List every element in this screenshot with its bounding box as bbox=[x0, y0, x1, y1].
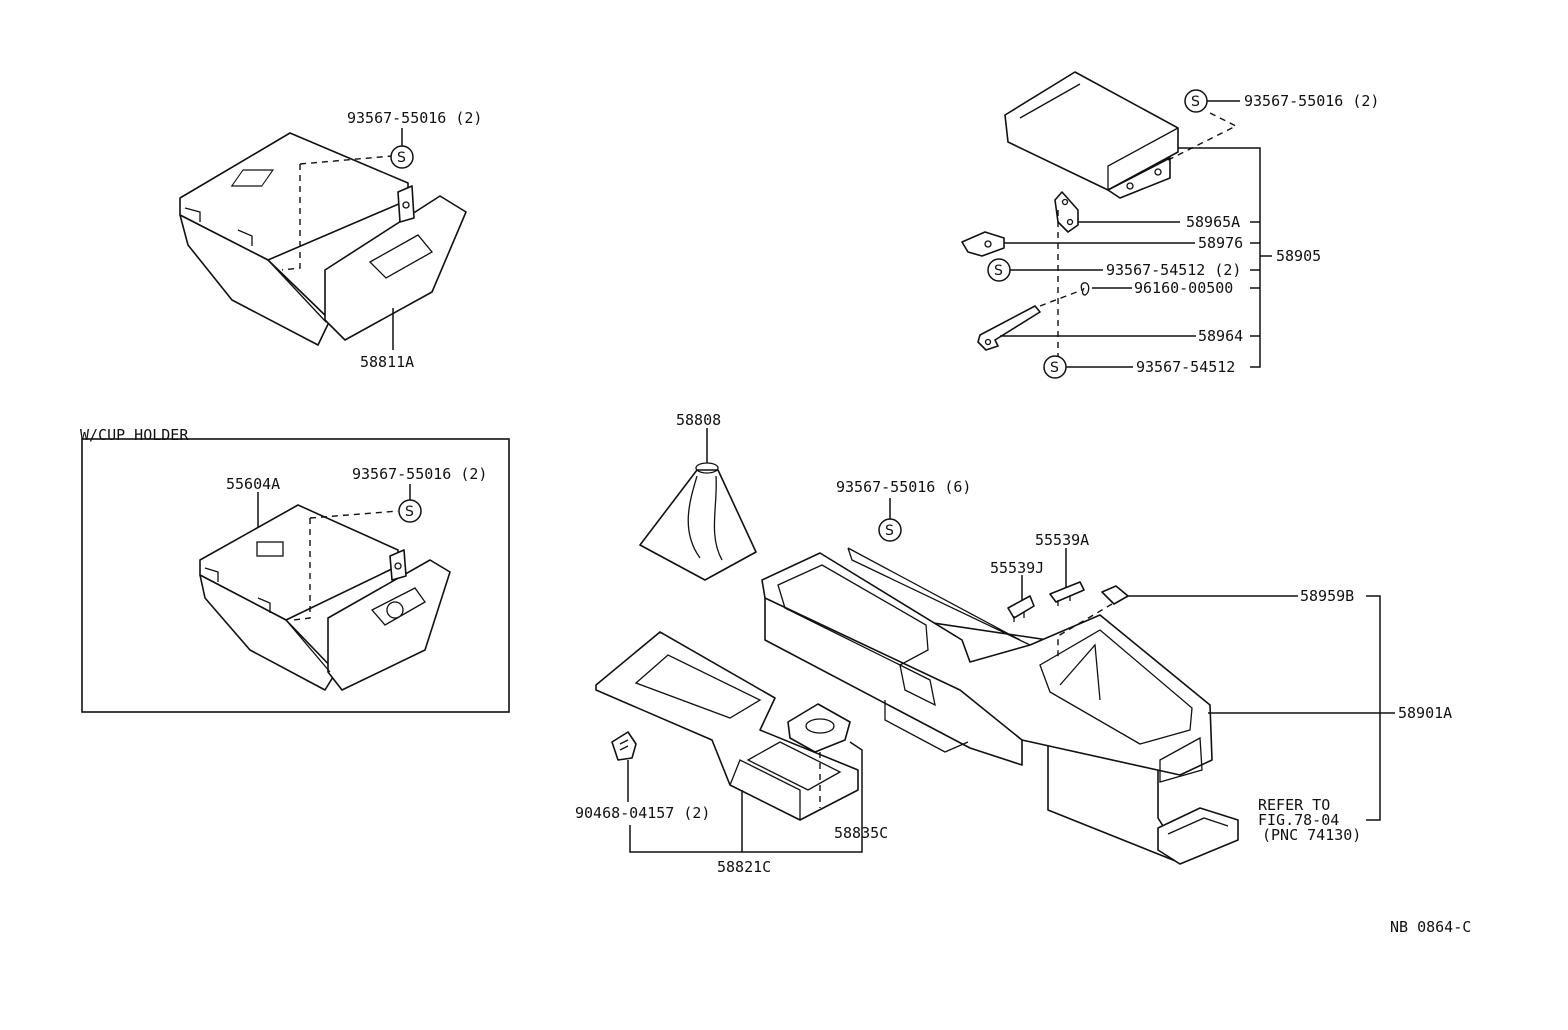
clip-90468-04157 bbox=[611, 731, 637, 761]
label-58808: 58808 bbox=[676, 411, 721, 429]
screw-symbol-b: S bbox=[398, 499, 422, 523]
clip-96160-00500 bbox=[1080, 282, 1090, 296]
screw-symbol-c: S bbox=[1184, 89, 1208, 113]
label-55539j: 55539J bbox=[990, 559, 1044, 577]
lever-58964 bbox=[977, 305, 1041, 351]
armrest-lid bbox=[1004, 71, 1179, 199]
screw-symbol-e: S bbox=[1043, 355, 1067, 379]
shift-boot-58808 bbox=[639, 462, 757, 581]
svg-text:S: S bbox=[994, 263, 1003, 279]
screw-symbol-a: S bbox=[390, 145, 414, 169]
ashtray-refer bbox=[1157, 807, 1239, 865]
cup-holder-frame-title: W/CUP HOLDER bbox=[80, 426, 189, 444]
label-93567-55016-2-c: 93567-55016 (2) bbox=[1244, 92, 1379, 110]
label-55539a: 55539A bbox=[1035, 531, 1089, 549]
refer-note-line-1: REFER TO bbox=[1258, 796, 1330, 814]
cup-holder-box-55604a bbox=[199, 504, 451, 691]
storage-box-58811a bbox=[179, 132, 467, 346]
label-58964: 58964 bbox=[1198, 327, 1243, 345]
label-58976: 58976 bbox=[1198, 234, 1243, 252]
label-93567-55016-2-b: 93567-55016 (2) bbox=[352, 465, 487, 483]
label-58959b: 58959B bbox=[1300, 587, 1354, 605]
svg-text:S: S bbox=[1050, 360, 1059, 376]
diagram-code: NB 0864-C bbox=[1390, 918, 1471, 936]
label-58835c: 58835C bbox=[834, 824, 888, 842]
label-93567-54512: 93567-54512 bbox=[1136, 358, 1235, 376]
label-90468-04157: 90468-04157 (2) bbox=[575, 804, 710, 822]
label-96160-00500: 96160-00500 bbox=[1134, 279, 1233, 297]
svg-text:S: S bbox=[1191, 94, 1200, 110]
screw-symbol-d: S bbox=[987, 258, 1011, 282]
console-box-58901a bbox=[761, 547, 1213, 863]
latch-58976 bbox=[961, 231, 1005, 257]
label-93567-54512-2: 93567-54512 (2) bbox=[1106, 261, 1241, 279]
pad-58959b bbox=[1101, 585, 1129, 605]
label-58901a: 58901A bbox=[1398, 704, 1452, 722]
clip-55539a bbox=[1049, 581, 1085, 606]
screw-symbol-f: S bbox=[878, 518, 902, 542]
front-console-58821c bbox=[595, 631, 859, 821]
label-93567-55016-6: 93567-55016 (6) bbox=[836, 478, 971, 496]
svg-text:S: S bbox=[405, 504, 414, 520]
cup-insert-58835c bbox=[787, 703, 851, 753]
label-93567-55016-2-a: 93567-55016 (2) bbox=[347, 109, 482, 127]
refer-note-line-2: FIG.78-04 bbox=[1258, 811, 1339, 829]
svg-text:S: S bbox=[885, 523, 894, 539]
label-55604a: 55604A bbox=[226, 475, 280, 493]
cup-holder-frame bbox=[81, 438, 510, 713]
label-58811a: 58811A bbox=[360, 353, 414, 371]
svg-text:S: S bbox=[397, 150, 406, 166]
refer-note-line-3: (PNC 74130) bbox=[1262, 826, 1361, 844]
label-58905: 58905 bbox=[1276, 247, 1321, 265]
label-58965a: 58965A bbox=[1186, 213, 1240, 231]
label-58821c: 58821C bbox=[717, 858, 771, 876]
clip-55539j bbox=[1007, 595, 1035, 622]
